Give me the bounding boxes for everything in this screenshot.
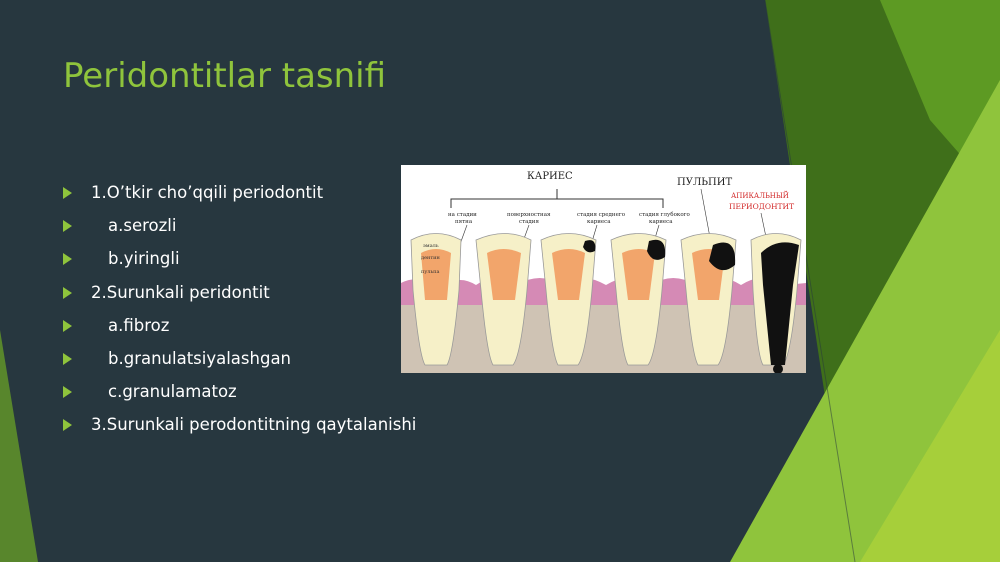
stage-label: поверхностная: [507, 212, 551, 218]
tooth-2: [475, 233, 532, 366]
stage-label: на стадии: [448, 212, 477, 218]
stage-label: кариеса: [649, 219, 673, 225]
left-green-triangle: [0, 330, 38, 562]
stage-label: стадия: [519, 219, 539, 225]
caries-label: КАРИЕС: [527, 171, 573, 182]
stage-label: стадия глубокого: [639, 211, 691, 218]
bullet-arrow-icon: [63, 220, 72, 233]
bullet-arrow-icon: [63, 352, 72, 365]
slide-title: Peridontitlar tasnifi: [63, 56, 387, 96]
layer-label: дентин: [421, 255, 440, 261]
periodontitis-label-line2: ПЕРИОДОНТИТ: [729, 202, 794, 211]
tooth-5: [680, 233, 737, 366]
tooth-3: [540, 233, 597, 366]
bullet-text: 1.O’tkir cho’qqili periodontit: [91, 183, 324, 202]
bone-region: [401, 300, 806, 373]
stage-label: стадия среднего: [577, 212, 626, 218]
bullet-text: b.yiringli: [108, 249, 180, 269]
periodontitis-label-line1: АПИКАЛЬНЫЙ: [731, 191, 789, 200]
bullet-arrow-icon: [63, 187, 72, 199]
tooth-4: [610, 233, 667, 366]
pulpitis-label: ПУЛЬПИТ: [677, 177, 732, 188]
layer-label: пульпа: [421, 269, 440, 275]
layer-label: эмаль: [423, 243, 439, 249]
tooth-caries-diagram: КАРИЕС ПУЛЬПИТ АПИКАЛЬНЫЙ ПЕРИОДОНТИТ на…: [401, 165, 806, 373]
caries-bracket: [450, 189, 664, 208]
right-thin-line: [764, 0, 856, 562]
bullet-text: b.granulatsiyalashgan: [108, 348, 292, 368]
right-bright-green-panel: [860, 330, 1000, 562]
bullet-arrow-icon: [63, 286, 72, 299]
right-light-green-panel: [730, 80, 1000, 562]
tooth-6: [750, 233, 802, 373]
bullet-text: 3.Surunkali perodontitning qaytalanishi: [91, 415, 417, 435]
bullet-text: a.serozli: [108, 216, 177, 236]
bullet-text: a.fibroz: [108, 315, 170, 335]
stage-label: пятна: [455, 219, 473, 225]
bullet-text: 2.Surunkali peridontit: [91, 282, 270, 302]
stage-label: кариеса: [587, 219, 611, 225]
bullet-arrow-icon: [63, 386, 72, 399]
tooth-1: [410, 233, 462, 366]
bullet-text: c.granulamatoz: [108, 382, 237, 402]
bullet-arrow-icon: [63, 319, 72, 332]
bullet-arrow-icon: [63, 253, 72, 266]
bullet-arrow-icon: [63, 419, 72, 432]
